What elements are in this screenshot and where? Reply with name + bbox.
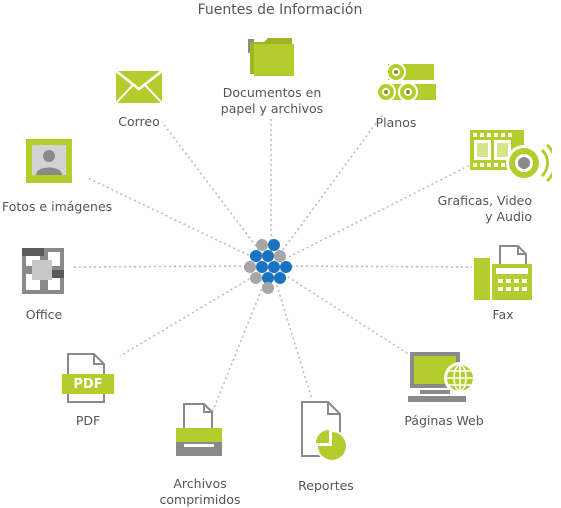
blueprint-rolls-icon xyxy=(376,62,436,102)
label-graficas: Graficas, Video y Audio xyxy=(437,193,532,224)
folder-icon xyxy=(248,38,294,76)
connector-planos xyxy=(270,114,383,267)
photo-person-icon xyxy=(26,139,72,183)
pdf-file-icon xyxy=(62,353,114,403)
label-reportes: Reportes xyxy=(298,478,354,493)
office-logo-icon xyxy=(22,248,64,294)
pdf-badge-text: PDF xyxy=(73,377,103,392)
label-fax: Fax xyxy=(492,307,514,322)
connector-reportes xyxy=(270,265,313,401)
report-piechart-icon xyxy=(301,401,348,462)
label-correo: Correo xyxy=(118,114,160,129)
label-archivos: Archivos comprimidos xyxy=(159,476,241,507)
diagram-title: Fuentes de Información xyxy=(197,2,363,18)
printer-icon xyxy=(176,403,222,456)
connector-fotos xyxy=(87,177,272,267)
connector-archivos xyxy=(209,265,272,419)
hub-dots-icon xyxy=(244,239,292,294)
film-speaker-icon xyxy=(470,130,552,183)
label-office: Office xyxy=(25,307,63,322)
fax-icon xyxy=(474,245,532,300)
label-planos: Planos xyxy=(375,115,417,130)
globe-monitor-icon xyxy=(408,352,476,402)
connector-graficas xyxy=(270,164,471,267)
connector-office xyxy=(71,265,272,268)
connector-correo xyxy=(161,121,272,267)
label-pdf: PDF xyxy=(75,413,101,428)
envelope-icon xyxy=(115,70,163,104)
label-fotos: Fotos e imágenes xyxy=(2,199,113,214)
connector-pdf xyxy=(119,265,272,357)
label-documentos: Documentos en papel y archivos xyxy=(220,85,324,116)
connector-fax xyxy=(270,265,473,268)
label-paginas-web: Páginas Web xyxy=(404,413,484,428)
